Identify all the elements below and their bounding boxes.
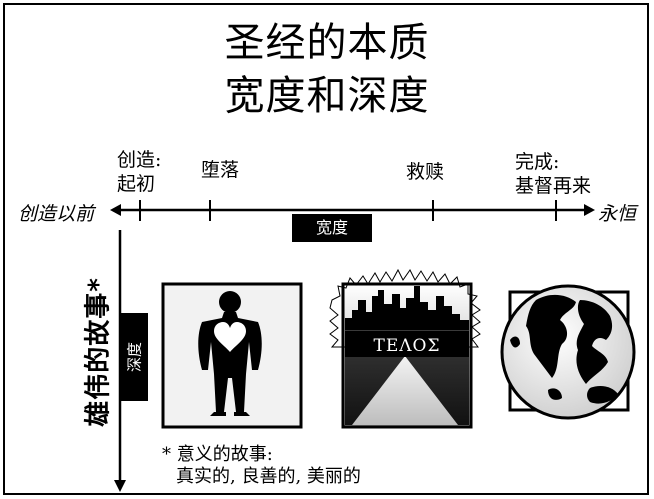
slide-border xyxy=(3,3,649,495)
width-label: 宽度 xyxy=(292,214,372,242)
timeline-label-fall: 堕落 xyxy=(201,159,240,181)
telos-text: ΤΕΛΟΣ xyxy=(374,336,441,356)
horizontal-timeline xyxy=(110,200,595,221)
timeline-label-consummation: 完成: 基督再来 xyxy=(515,151,592,197)
depth-label: 深度 xyxy=(125,341,144,373)
timeline-label-creation: 创造: 起初 xyxy=(117,149,162,195)
timeline-start-label: 创造以前 xyxy=(18,203,95,225)
arrow-left-icon xyxy=(110,204,121,216)
globe-icon xyxy=(500,284,636,420)
timeline-end-label: 永恒 xyxy=(598,203,637,225)
telos-city-icon: ΤΕΛΟΣ xyxy=(329,268,481,429)
arrow-right-icon xyxy=(584,204,595,216)
footnote-line-2: 真实的, 良善的, 美丽的 xyxy=(176,466,361,487)
depth-label-box: 深度 xyxy=(120,313,148,401)
vertical-title: 雄伟的故事* xyxy=(83,277,114,427)
title-line-2: 宽度和深度 xyxy=(224,73,430,119)
footnote-line-1: * 意义的故事: xyxy=(162,444,273,465)
arrow-down-icon xyxy=(114,480,126,492)
title-line-1: 圣经的本质 xyxy=(224,20,430,66)
person-with-heart-icon xyxy=(161,282,303,429)
timeline-label-redemption: 救赎 xyxy=(406,161,445,183)
